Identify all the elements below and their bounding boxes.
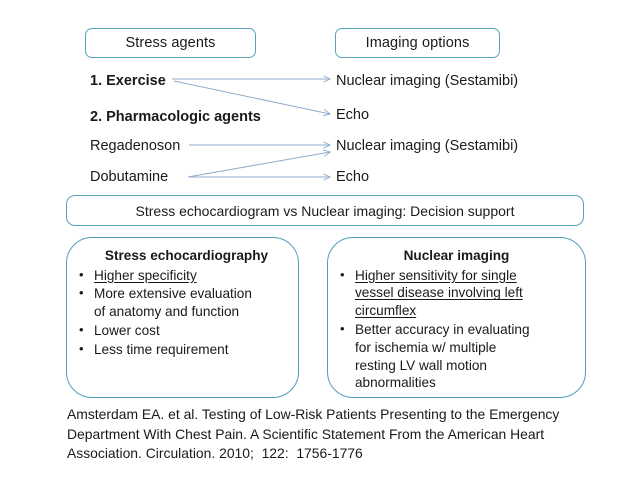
bullet-text: circumflex xyxy=(355,303,417,319)
bullet-text: vessel disease involving left xyxy=(355,285,523,301)
panel-bullets-nuclear-imaging: Higher sensitivity for single vessel dis… xyxy=(338,266,575,393)
bullet-text: Better accuracy in evaluating xyxy=(355,322,530,338)
stress-agent-dobutamine: Dobutamine xyxy=(90,169,169,185)
citation-line-3: Association. Circulation. 2010; 122: 175… xyxy=(67,445,363,462)
stress-agents-header-box: Stress agents xyxy=(85,28,256,58)
stress-agents-header-label: Stress agents xyxy=(125,35,216,51)
bullet-text: of anatomy and function xyxy=(94,304,240,320)
bullet-text: Lower cost xyxy=(94,323,160,339)
panel-title-stress-echo: Stress echocardiography xyxy=(104,248,269,263)
decision-support-bar: Stress echocardiogram vs Nuclear imaging… xyxy=(66,195,584,226)
panel-nuclear-imaging: Nuclear imaging Higher sensitivity for s… xyxy=(327,237,586,398)
bullet-text: Higher specificity xyxy=(94,267,197,283)
bullet-text: resting LV wall motion xyxy=(355,357,487,373)
bullet-text: Less time requirement xyxy=(94,341,229,357)
imaging-option-nuclear-1: Nuclear imaging (Sestamibi) xyxy=(336,73,519,89)
list-item: Higher sensitivity for single vessel dis… xyxy=(338,266,575,320)
imaging-options-header-box: Imaging options xyxy=(335,28,500,58)
imaging-options-header-label: Imaging options xyxy=(365,35,470,51)
stress-agent-pharmacologic: 2. Pharmacologic agents xyxy=(90,109,261,125)
bullet-text: for ischemia w/ multiple xyxy=(355,339,497,355)
stress-agent-exercise: 1. Exercise xyxy=(90,73,166,89)
citation-line-2: Department With Chest Pain. A Scientific… xyxy=(67,425,545,442)
citation-text: Amsterdam EA. et al. Testing of Low-Risk… xyxy=(67,405,597,464)
bullet-text: Higher sensitivity for single xyxy=(355,267,517,283)
imaging-option-echo-2: Echo xyxy=(336,169,370,185)
stress-agent-regadenoson: Regadenoson xyxy=(90,138,181,154)
list-item: More extensive evaluation of anatomy and… xyxy=(77,284,288,321)
panel-stress-echocardiography: Stress echocardiography Higher specifici… xyxy=(66,237,299,398)
bullet-text: abnormalities xyxy=(355,375,436,391)
arrow-dobutamine-to-nuclear xyxy=(187,152,330,178)
bullet-text: More extensive evaluation xyxy=(94,286,252,302)
list-item: Less time requirement xyxy=(77,340,288,359)
citation-line-1: Amsterdam EA. et al. Testing of Low-Risk… xyxy=(67,406,560,422)
list-item: Higher specificity xyxy=(77,266,288,285)
imaging-option-nuclear-2: Nuclear imaging (Sestamibi) xyxy=(336,138,519,154)
imaging-option-echo-1: Echo xyxy=(336,107,370,123)
list-item: Better accuracy in evaluating for ischem… xyxy=(338,320,575,392)
panel-bullets-stress-echo: Higher specificity More extensive evalua… xyxy=(77,266,288,359)
list-item: Lower cost xyxy=(77,321,288,340)
panel-title-nuclear-imaging: Nuclear imaging xyxy=(403,248,510,263)
decision-support-label: Stress echocardiogram vs Nuclear imaging… xyxy=(135,202,515,219)
